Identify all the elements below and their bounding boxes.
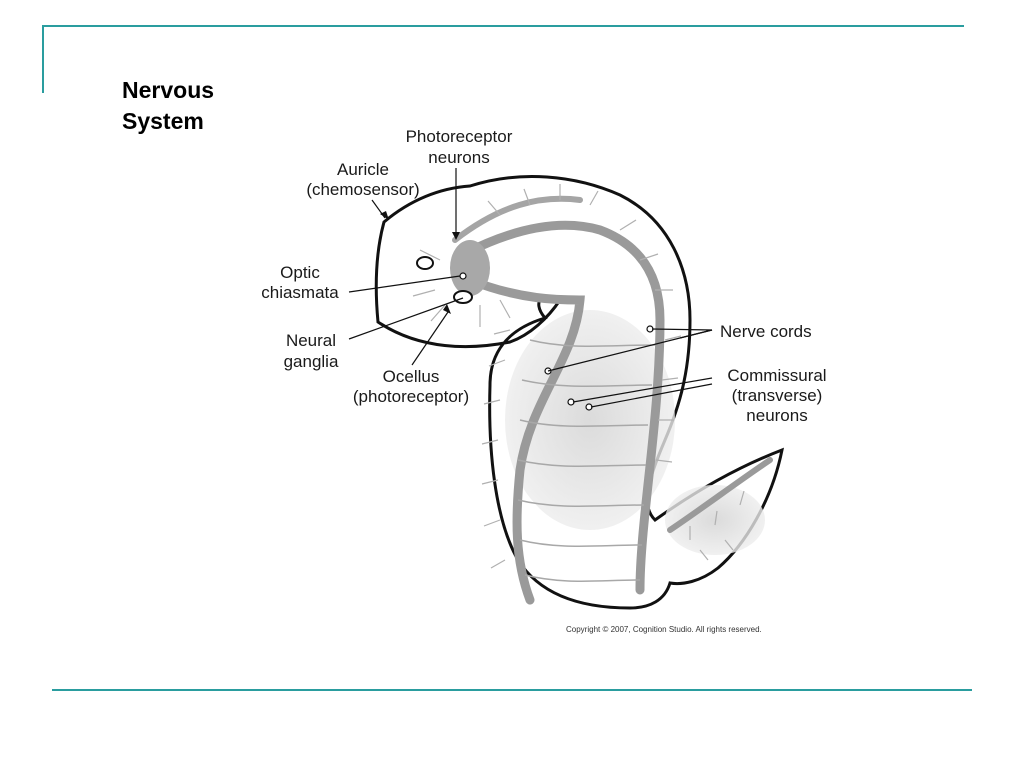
lateral-nerve-branches <box>412 184 745 569</box>
auricle-label-2: (chemosensor) <box>306 180 419 199</box>
slide-title-line-2: System <box>122 108 204 134</box>
optic-chiasmata-label-1: Optic <box>280 263 320 282</box>
leader-arrowheads <box>380 211 460 314</box>
leader-lines <box>348 168 713 408</box>
copyright-notice: Copyright © 2007, Cognition Studio. All … <box>566 625 762 634</box>
slide-title-line-1: Nervous <box>122 77 215 103</box>
photoreceptor-neurons-label-1: Photoreceptor <box>406 127 513 146</box>
left-ocellus <box>416 256 434 270</box>
bottom-frame-line <box>52 689 972 691</box>
nerve-cords-label: Nerve cords <box>720 322 812 341</box>
commissural-neurons <box>517 339 656 582</box>
tail-nerve <box>667 457 773 533</box>
body-shading-middle <box>505 310 675 530</box>
right-ocellus <box>453 290 473 304</box>
ocellus-label-1: Ocellus <box>383 367 440 386</box>
photoreceptor-neurons-label-2: neurons <box>428 148 489 167</box>
neural-ganglia <box>450 240 490 296</box>
commissural-label-1: Commissural <box>727 366 826 385</box>
commissural-label-3: neurons <box>746 406 807 425</box>
top-frame-line <box>42 25 964 27</box>
auricle-label-1: Auricle <box>337 160 389 179</box>
ocellus-label-2: (photoreceptor) <box>353 387 469 406</box>
commissural-label-2: (transverse) <box>732 386 823 405</box>
slide-title: Nervous System <box>122 75 282 137</box>
right-nerve-cord <box>465 275 585 605</box>
left-nerve-cord <box>457 220 665 595</box>
neural-ganglia-label-1: Neural <box>286 331 336 350</box>
upper-body-nerve <box>452 195 583 243</box>
left-frame-line <box>42 25 44 93</box>
neural-ganglia-label-2: ganglia <box>284 352 339 371</box>
optic-chiasmata-label-2: chiasmata <box>261 283 339 302</box>
